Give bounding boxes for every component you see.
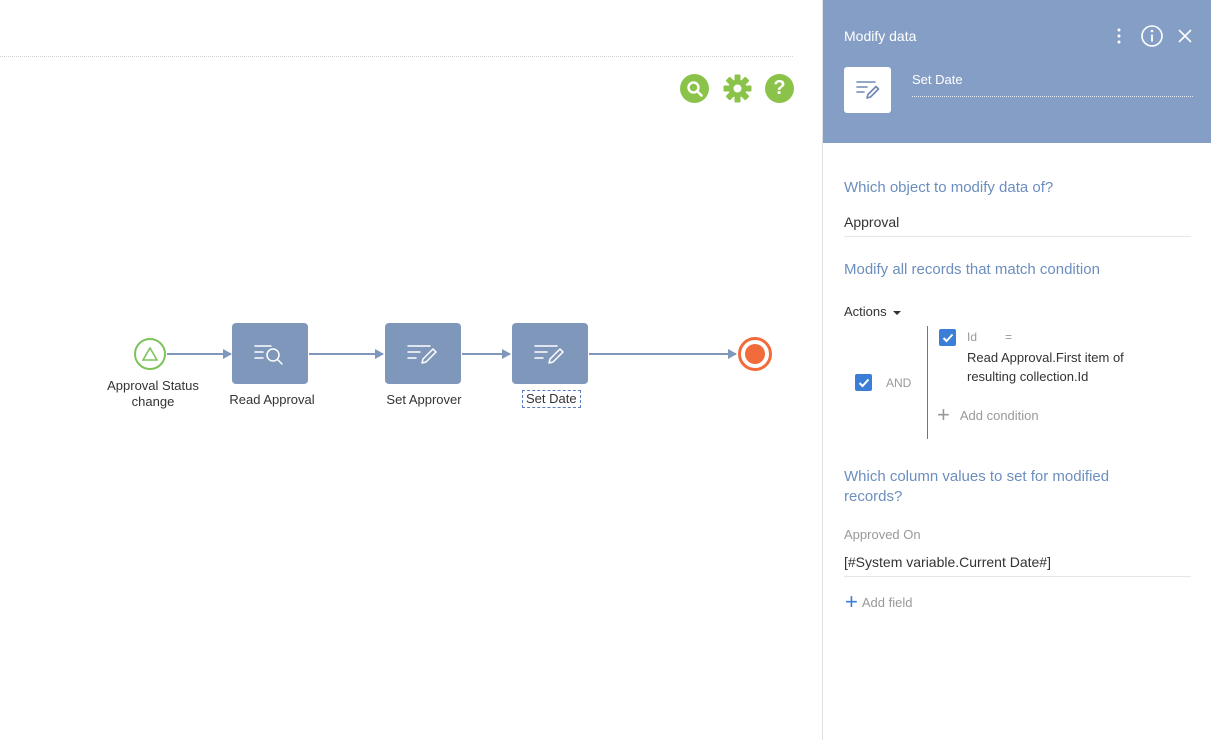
add-field-button[interactable]: + Add field [845,589,913,614]
close-button[interactable] [1173,24,1197,48]
add-condition-button[interactable]: + Add condition [937,402,1039,427]
search-icon [686,80,703,97]
modify-data-icon [855,81,879,99]
plus-icon: + [845,589,858,614]
help-button[interactable]: ? [765,74,794,103]
actions-label: Actions [844,304,887,319]
caret-down-icon [892,310,901,315]
group-operator[interactable]: AND [886,376,912,390]
flow-connector [167,349,232,359]
terminate-icon [745,344,765,364]
actions-dropdown[interactable]: Actions [844,304,901,319]
task-read-approval-label: Read Approval [229,392,315,407]
search-button[interactable] [680,74,709,103]
task-read-approval[interactable] [232,323,308,384]
condition-section-title: Modify all records that match condition [844,261,1100,278]
task-set-approver[interactable] [385,323,461,384]
element-properties-panel: Modify data [822,0,1211,740]
condition-operator[interactable]: = [1005,330,1013,344]
check-icon [942,333,953,342]
kebab-menu-icon [1117,28,1121,44]
condition-checkbox[interactable] [939,329,956,346]
condition-column[interactable]: Id [967,330,978,344]
modify-data-icon [407,344,437,364]
task-set-date[interactable] [512,323,588,384]
add-condition-label: Add condition [959,407,1039,423]
columns-section-title: Which column values to set for modified … [844,468,1110,505]
add-field-label: Add field [861,594,913,610]
process-canvas[interactable]: ? Approval Status change [0,0,822,740]
element-type-icon-box [844,67,891,113]
read-data-icon [254,344,283,365]
panel-title: Modify data [844,28,917,44]
column-value-field[interactable]: [#System variable.Current Date#] [844,554,1191,577]
close-icon [1178,29,1192,43]
more-options-button[interactable] [1107,24,1131,48]
panel-header: Modify data [823,0,1211,143]
help-icon: ? [773,77,786,99]
object-section-title: Which object to modify data of? [844,179,1054,196]
start-event[interactable] [134,338,166,370]
settings-button[interactable] [723,74,752,103]
start-event-label: Approval Status change [107,378,199,409]
condition-value[interactable]: Read Approval.First item of resulting co… [967,350,1124,384]
canvas-divider [0,56,793,57]
flow-connector [589,349,737,359]
condition-group-bar [927,326,928,439]
column-label: Approved On [844,527,921,542]
plus-icon: + [937,402,950,427]
object-lookup-field[interactable]: Approval [844,214,1191,237]
info-icon [1141,25,1163,47]
end-event[interactable] [738,337,772,371]
task-set-date-label[interactable]: Set Date [522,390,581,408]
element-name-input[interactable]: Set Date [912,72,1193,97]
check-icon [858,378,869,387]
task-set-approver-label: Set Approver [386,392,462,407]
signal-triangle-icon [142,347,158,361]
flow-connector [462,349,511,359]
group-checkbox[interactable] [855,374,872,391]
gear-icon [723,74,752,103]
flow-connector [309,349,384,359]
info-button[interactable] [1140,24,1164,48]
modify-data-icon [534,344,564,364]
